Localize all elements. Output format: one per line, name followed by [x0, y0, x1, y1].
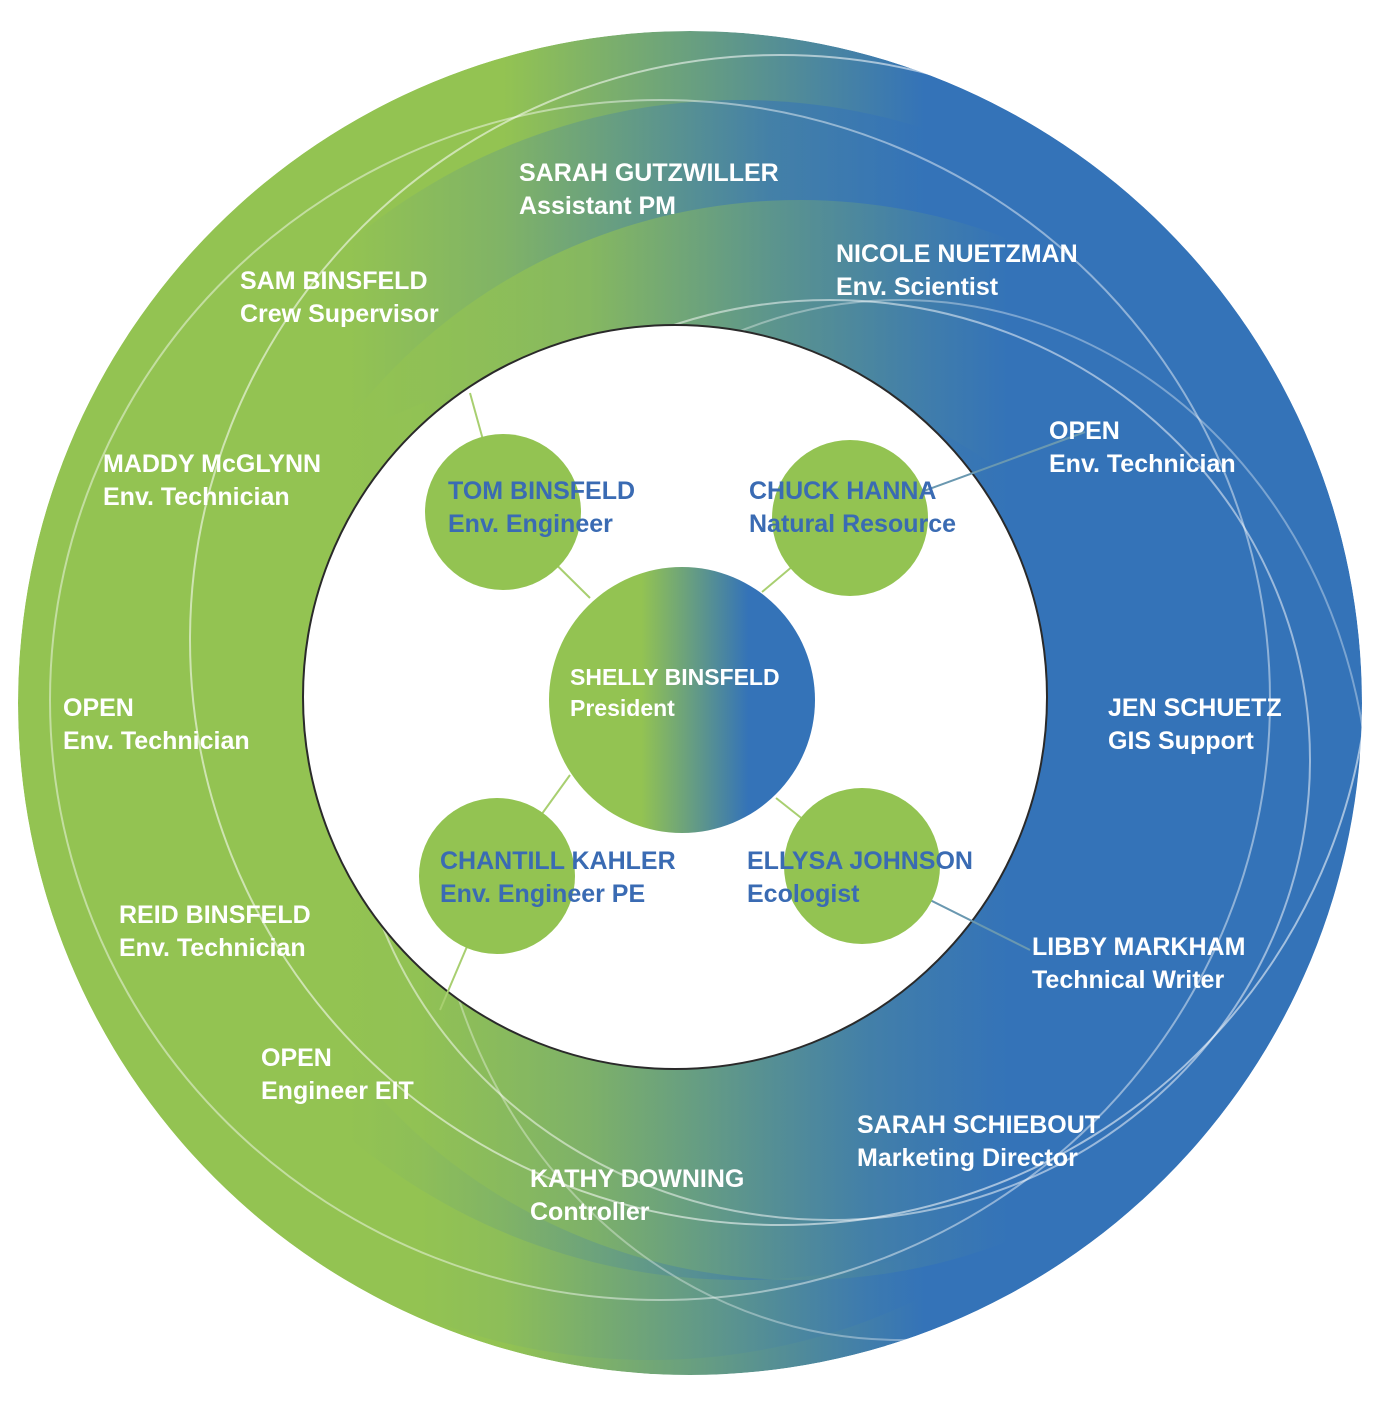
reid-name: REID BINSFELD — [119, 901, 311, 929]
open-3-role: Engineer EIT — [261, 1077, 414, 1105]
ellysa-name: ELLYSA JOHNSON — [747, 847, 973, 875]
sarah-g-role: Assistant PM — [519, 192, 676, 220]
nicole-role: Env. Scientist — [836, 273, 999, 301]
label-reid-binsfeld: REID BINSFELD Env. Technician — [119, 899, 311, 965]
kathy-name: KATHY DOWNING — [530, 1165, 745, 1193]
label-nicole-nuetzman: NICOLE NUETZMAN Env. Scientist — [836, 238, 1078, 304]
kathy-role: Controller — [530, 1198, 650, 1226]
tom-role: Env. Engineer — [448, 510, 613, 538]
sarah-s-role: Marketing Director — [857, 1144, 1078, 1172]
circle-chuck — [772, 440, 928, 596]
chantill-role: Env. Engineer PE — [440, 880, 646, 908]
label-tom: TOM BINSFELD Env. Engineer — [448, 475, 635, 541]
jen-role: GIS Support — [1108, 727, 1254, 755]
chuck-role: Natural Resource — [749, 510, 957, 538]
chantill-name: CHANTILL KAHLER — [440, 847, 676, 875]
jen-name: JEN SCHUETZ — [1108, 694, 1282, 722]
label-maddy-mcglynn: MADDY McGLYNN Env. Technician — [103, 448, 321, 514]
open-2-role: Env. Technician — [63, 727, 250, 755]
ellysa-role: Ecologist — [747, 880, 860, 908]
center-role: President — [570, 695, 675, 721]
reid-role: Env. Technician — [119, 934, 306, 962]
libby-name: LIBBY MARKHAM — [1032, 933, 1246, 961]
label-libby-markham: LIBBY MARKHAM Technical Writer — [1032, 931, 1245, 997]
label-sarah-gutzwiller: SARAH GUTZWILLER Assistant PM — [519, 157, 779, 223]
label-sam-binsfeld: SAM BINSFELD Crew Supervisor — [240, 265, 439, 331]
sarah-s-name: SARAH SCHIEBOUT — [857, 1111, 1101, 1139]
label-center: SHELLY BINSFELD President — [570, 662, 780, 724]
open-1-name: OPEN — [1049, 417, 1120, 445]
circle-tom — [425, 434, 581, 590]
label-chantill: CHANTILL KAHLER Env. Engineer PE — [440, 845, 676, 911]
maddy-role: Env. Technician — [103, 483, 290, 511]
label-sarah-schiebout: SARAH SCHIEBOUT Marketing Director — [857, 1109, 1100, 1175]
center-name: SHELLY BINSFELD — [570, 664, 780, 690]
maddy-name: MADDY McGLYNN — [103, 450, 322, 478]
sarah-g-name: SARAH GUTZWILLER — [519, 159, 779, 187]
chuck-name: CHUCK HANNA — [749, 477, 937, 505]
label-jen-schuetz: JEN SCHUETZ GIS Support — [1108, 692, 1282, 758]
circle-ellysa — [784, 788, 940, 944]
sam-role: Crew Supervisor — [240, 300, 439, 328]
label-open-engineer-eit: OPEN Engineer EIT — [261, 1042, 414, 1108]
label-open-env-tech-right: OPEN Env. Technician — [1049, 415, 1236, 481]
circle-chantill — [419, 798, 575, 954]
libby-role: Technical Writer — [1032, 966, 1225, 994]
label-ellysa: ELLYSA JOHNSON Ecologist — [747, 845, 973, 911]
circle-center — [549, 567, 815, 833]
nicole-name: NICOLE NUETZMAN — [836, 240, 1078, 268]
label-chuck: CHUCK HANNA Natural Resource — [749, 475, 956, 541]
open-1-role: Env. Technician — [1049, 450, 1236, 478]
open-2-name: OPEN — [63, 694, 134, 722]
open-3-name: OPEN — [261, 1044, 332, 1072]
label-open-env-tech-left: OPEN Env. Technician — [63, 692, 250, 758]
ring-line-1 — [189, 54, 1362, 1226]
ring-line-2 — [49, 99, 1271, 1301]
label-kathy-downing: KATHY DOWNING Controller — [530, 1163, 744, 1229]
tom-name: TOM BINSFELD — [448, 477, 636, 505]
sam-name: SAM BINSFELD — [240, 267, 428, 295]
